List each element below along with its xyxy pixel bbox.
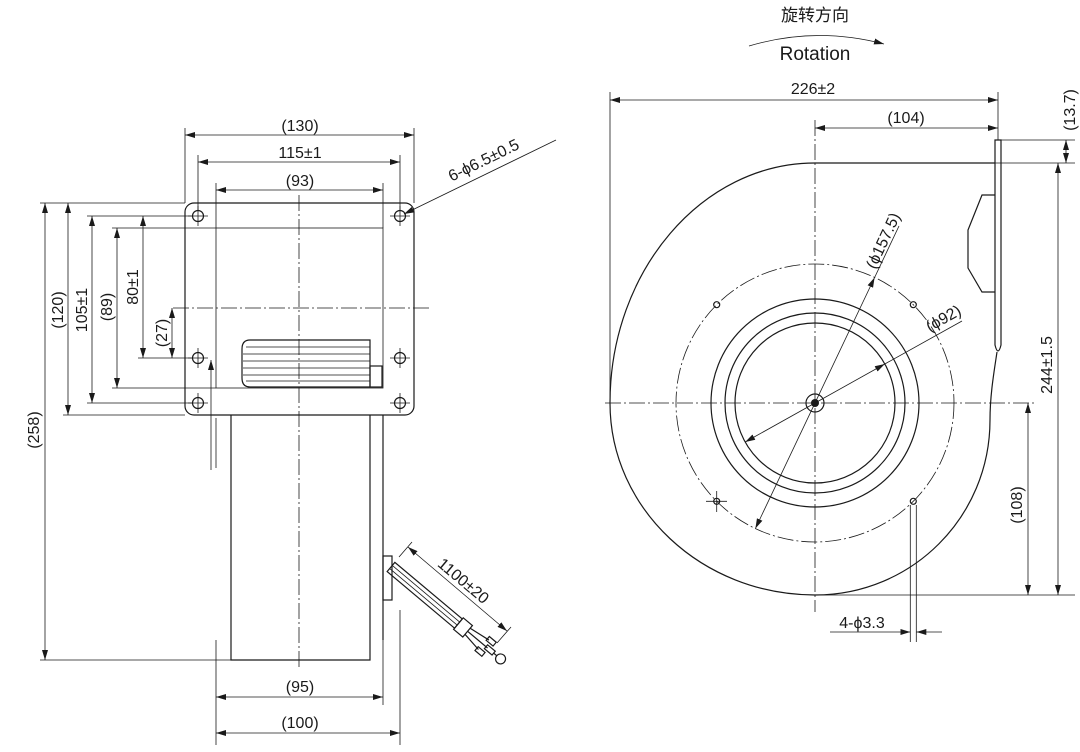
scroll-housing-outline xyxy=(609,162,998,596)
side-dimension-lines xyxy=(42,132,557,736)
mounting-flange xyxy=(184,202,415,416)
label-flange-width: (130) xyxy=(281,118,318,135)
label-mounting-hole-spacing: 115±1 xyxy=(278,145,321,162)
rotation-label-cn: 旋转方向 xyxy=(781,6,849,26)
impeller-blades xyxy=(243,346,370,382)
label-inlet-diameter: (ϕ92) xyxy=(923,303,964,336)
label-mount-holes: 4-ϕ3.3 xyxy=(839,615,885,632)
label-flange-height: (120) xyxy=(50,291,67,328)
label-mounting-circle-diameter: (ϕ157.5) xyxy=(864,210,905,271)
hole-crosshair xyxy=(706,491,727,512)
outlet-flange xyxy=(994,139,1002,352)
side-dimension-labels: (130) 115±1 (93) 6-ϕ6.5±0.5 (258) (120) … xyxy=(26,118,522,732)
label-overall-height: (258) xyxy=(26,411,43,448)
rotation-label-en: Rotation xyxy=(780,44,851,65)
motor-housing xyxy=(208,360,393,661)
front-dimension-lines xyxy=(610,97,1069,635)
mounting-holes-leader xyxy=(403,139,557,215)
outlet-opening xyxy=(215,227,384,389)
impeller-wheel xyxy=(241,339,383,388)
mounting-circle-leader xyxy=(874,225,900,278)
cable-sleeve xyxy=(452,616,474,638)
label-overall-width: (100) xyxy=(281,715,318,732)
label-center-to-outlet: (104) xyxy=(887,110,924,127)
label-cable-length: 1100±20 xyxy=(434,555,492,607)
label-front-overall-height: 244±1.5 xyxy=(1039,336,1056,394)
label-front-overall-width: 226±2 xyxy=(791,81,835,98)
front-view: 226±2 (104) (13.7) (ϕ157.5) (ϕ92) 244±1.… xyxy=(605,81,1079,642)
label-hole-spacing-inner: 80±1 xyxy=(125,269,142,305)
mounting-hole xyxy=(909,301,917,309)
side-centerlines xyxy=(173,195,432,668)
label-flange-thickness: (13.7) xyxy=(1062,89,1079,131)
side-extension-lines xyxy=(40,128,512,745)
ring-terminal-neck xyxy=(493,652,498,657)
dim-inlet-diameter xyxy=(745,363,885,443)
impeller-outline xyxy=(241,339,371,388)
dim-cable-length xyxy=(407,546,508,632)
impeller-hub xyxy=(369,365,383,388)
flange-mounting-holes xyxy=(188,206,410,413)
label-outlet-height: (89) xyxy=(99,293,116,321)
outlet-housing-edge xyxy=(967,194,995,293)
rotation-arrow xyxy=(748,35,885,47)
front-mounting-holes xyxy=(706,301,917,512)
cable-wires xyxy=(464,627,490,650)
label-housing-width: (95) xyxy=(286,679,314,696)
label-center-height: (108) xyxy=(1009,486,1026,523)
mounting-hole-pitch-circle xyxy=(675,263,955,543)
label-hole-spacing-outer: 105±1 xyxy=(74,288,91,332)
label-mounting-holes: 6-ϕ6.5±0.5 xyxy=(446,137,522,186)
wire-terminal xyxy=(485,635,498,647)
cable-gland xyxy=(382,555,393,601)
inlet-diameter-leader xyxy=(884,320,963,365)
housing-body xyxy=(230,415,371,661)
wire-terminal xyxy=(474,645,486,658)
hole-centerlines xyxy=(188,206,410,413)
ring-terminal xyxy=(494,653,507,665)
side-view: (130) 115±1 (93) 6-ϕ6.5±0.5 (258) (120) … xyxy=(26,118,557,745)
front-dimension-labels: 226±2 (104) (13.7) (ϕ157.5) (ϕ92) 244±1.… xyxy=(791,81,1079,632)
rotation-indicator: 旋转方向 Rotation xyxy=(748,6,885,65)
front-extension-lines xyxy=(609,92,1075,642)
mounting-hole xyxy=(909,497,917,505)
label-center-offset: (27) xyxy=(154,319,171,347)
mounting-hole xyxy=(713,301,721,309)
label-outlet-width: (93) xyxy=(286,173,314,190)
